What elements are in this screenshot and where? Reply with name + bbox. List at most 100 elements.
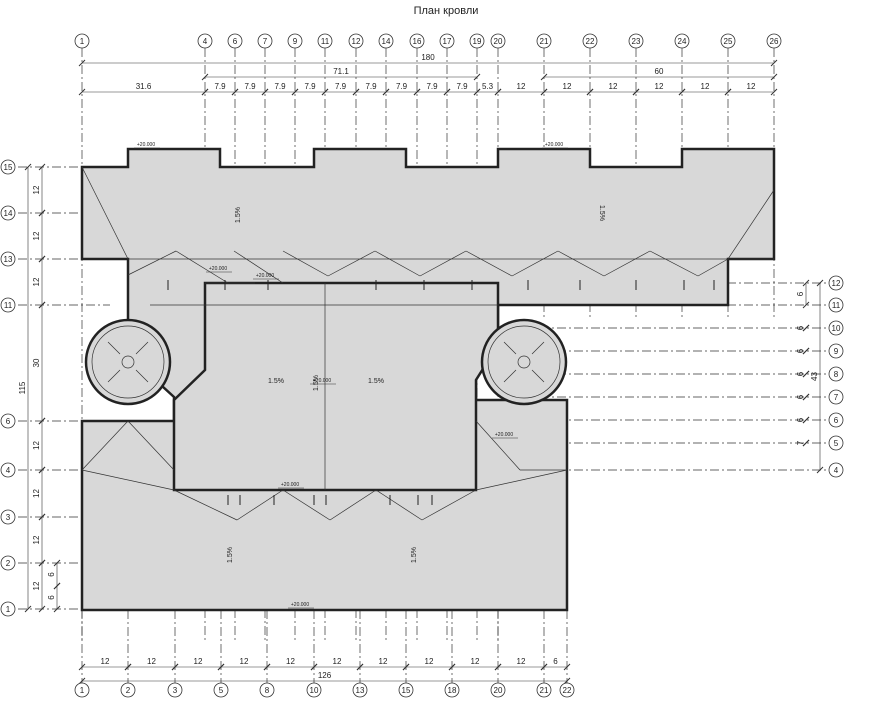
slope-label: 1.5% bbox=[235, 207, 242, 223]
axis-bubble-circle bbox=[444, 682, 460, 698]
ridge-line bbox=[603, 250, 651, 277]
axis-bubble: 2 bbox=[120, 682, 136, 698]
ridge-line bbox=[173, 489, 238, 521]
slope-arrow bbox=[503, 369, 517, 383]
dimension-label: 6 bbox=[796, 325, 805, 330]
axis-bubble-circle bbox=[828, 435, 844, 451]
ridge-line bbox=[697, 258, 729, 277]
axis-bubble-circle bbox=[409, 33, 425, 49]
dimension-label: 6 bbox=[47, 572, 56, 577]
ridge-line bbox=[511, 250, 559, 277]
dimension-tick bbox=[816, 466, 824, 474]
dimension-label: 7.9 bbox=[335, 82, 347, 91]
axis-bubble-circle bbox=[469, 33, 485, 49]
axis-label: 12 bbox=[832, 279, 841, 288]
axis-bubble: 22 bbox=[559, 682, 575, 698]
dimension-tick bbox=[494, 88, 502, 96]
axis-label: 5 bbox=[219, 686, 224, 695]
axis-label: 6 bbox=[233, 37, 238, 46]
dimension-label: 12 bbox=[655, 82, 664, 91]
ridge-line bbox=[649, 250, 699, 277]
axis-label: 13 bbox=[356, 686, 365, 695]
axis-bubble-circle bbox=[766, 33, 782, 49]
dimension-tick bbox=[201, 73, 209, 81]
axis-label: 23 bbox=[632, 37, 641, 46]
axis-bubble-circle bbox=[213, 682, 229, 698]
axis-bubble: 11 bbox=[828, 297, 844, 313]
dimension-tick bbox=[38, 417, 46, 425]
axis-bubble-circle bbox=[74, 682, 90, 698]
axis-bubble: 5 bbox=[828, 435, 844, 451]
dimension-label: 180 bbox=[421, 53, 435, 62]
axis-bubble-circle bbox=[828, 343, 844, 359]
slope-label: 1.5% bbox=[598, 205, 605, 221]
dimension-label: 6 bbox=[553, 657, 558, 666]
dimension-label: 12 bbox=[517, 657, 526, 666]
axis-bubble: 23 bbox=[628, 33, 644, 49]
axis-bubble-circle bbox=[317, 33, 333, 49]
dimension-tick bbox=[770, 73, 778, 81]
axis-bubble: 1 bbox=[74, 33, 90, 49]
dimension-label: 12 bbox=[609, 82, 618, 91]
axis-bubble: 12 bbox=[828, 275, 844, 291]
ridge-line bbox=[282, 489, 331, 521]
elevation-label: +20.000 bbox=[281, 482, 299, 488]
axis-bubble-circle bbox=[536, 33, 552, 49]
axis-bubble-circle bbox=[378, 33, 394, 49]
dimension-tick bbox=[38, 466, 46, 474]
dimension-tick bbox=[382, 88, 390, 96]
ridge-line bbox=[127, 250, 177, 276]
axis-bubble-circle bbox=[0, 601, 16, 617]
dimension-tick bbox=[816, 279, 824, 287]
axis-bubble-circle bbox=[674, 33, 690, 49]
axis-label: 11 bbox=[832, 301, 841, 310]
dimension-label: 12 bbox=[32, 231, 41, 240]
axis-bubble: 6 bbox=[0, 413, 16, 429]
dimension-tick bbox=[724, 88, 732, 96]
axis-bubble-circle bbox=[828, 320, 844, 336]
slope-label: 1.5% bbox=[368, 378, 384, 385]
axis-bubble: 21 bbox=[536, 33, 552, 49]
axis-label: 17 bbox=[443, 37, 452, 46]
axis-label: 4 bbox=[834, 466, 839, 475]
axis-label: 14 bbox=[4, 209, 13, 218]
dimension-tick bbox=[291, 88, 299, 96]
slope-arrow bbox=[531, 369, 545, 383]
slope-label: 1.5% bbox=[268, 378, 284, 385]
elevation-label: +20.000 bbox=[495, 432, 513, 438]
axis-bubble-circle bbox=[227, 33, 243, 49]
dimension-tick bbox=[261, 88, 269, 96]
dimension-label: 7.9 bbox=[274, 82, 286, 91]
axis-label: 1 bbox=[80, 686, 85, 695]
dimension-label: 6 bbox=[796, 371, 805, 376]
roof-drain bbox=[121, 355, 135, 369]
ridge-line bbox=[127, 420, 175, 471]
axis-label: 1 bbox=[80, 37, 85, 46]
dimension-tick bbox=[24, 605, 32, 613]
dimension-label: 12 bbox=[32, 581, 41, 590]
dimension-tick bbox=[352, 88, 360, 96]
dimension-tick bbox=[448, 663, 456, 671]
dimension-tick bbox=[473, 73, 481, 81]
dimension-tick bbox=[802, 324, 810, 332]
dimension-label: 12 bbox=[701, 82, 710, 91]
dimension-tick bbox=[802, 347, 810, 355]
ridge-line bbox=[421, 489, 477, 521]
tower-outer bbox=[480, 318, 568, 406]
axis-bubble: 5 bbox=[213, 682, 229, 698]
dimension-label: 7 bbox=[796, 440, 805, 445]
axis-bubble: 22 bbox=[582, 33, 598, 49]
dimension-label: 7.9 bbox=[365, 82, 377, 91]
axis-bubble: 3 bbox=[167, 682, 183, 698]
slope-label: 1.5% bbox=[227, 547, 234, 563]
axis-bubble-circle bbox=[828, 297, 844, 313]
dimension-tick bbox=[53, 559, 61, 567]
axis-bubble-circle bbox=[720, 33, 736, 49]
axis-bubble-circle bbox=[398, 682, 414, 698]
dimension-label: 12 bbox=[32, 489, 41, 498]
axis-label: 15 bbox=[4, 163, 13, 172]
dimension-tick bbox=[632, 88, 640, 96]
axis-bubble-circle bbox=[287, 33, 303, 49]
axis-label: 6 bbox=[834, 416, 839, 425]
dimension-label: 12 bbox=[32, 535, 41, 544]
